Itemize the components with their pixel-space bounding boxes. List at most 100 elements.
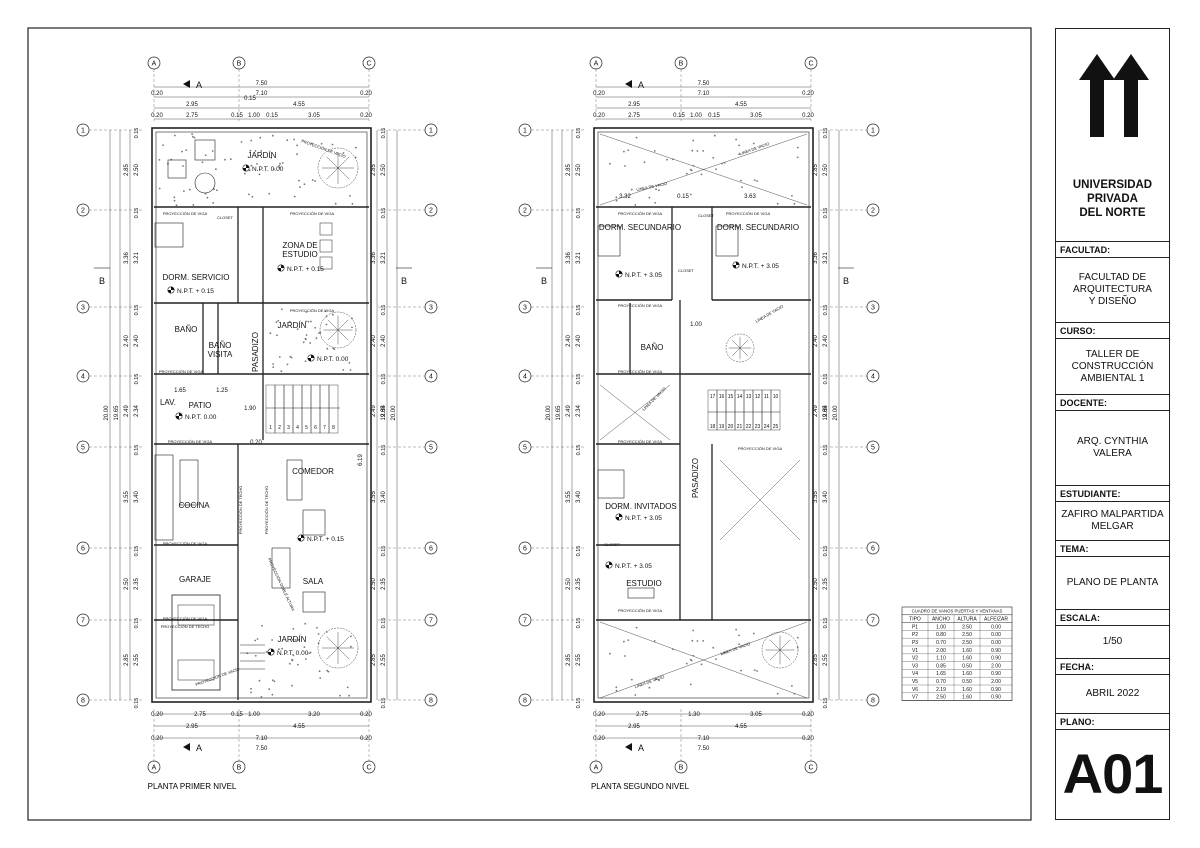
plan1-tree-bottom-branch [326, 647, 339, 660]
plan1-garden-top-texture-dot [273, 168, 275, 171]
plan1-garden-mid-texture-dot [305, 311, 308, 313]
schedule-cell-6-3: 0.90 [991, 671, 1001, 677]
plan2-bed-1 [597, 225, 621, 257]
plan1-garden-mid-texture-dot [276, 334, 278, 337]
plan2-dim-seg-top-2: 1.00 [690, 113, 702, 119]
plan1-section-b-right: B [401, 276, 407, 286]
plan1-stair-num-0: 1 [269, 425, 272, 431]
plan2-axis-B-top: B [679, 61, 684, 68]
plan2-vdim-wall-right-1: 0.15 [823, 208, 829, 219]
plan1-room-jardin-bottom: JARDÍN [278, 635, 307, 644]
plan1-vdim-wall-right-5: 0.15 [381, 546, 387, 557]
plan1-axis-B-top: B [237, 61, 242, 68]
plan2-vdim-wall-right-4: 0.15 [823, 445, 829, 456]
plan1-outer-wall [151, 127, 372, 703]
plan1-garden-mid-texture-dot [286, 363, 289, 366]
plan1-garden-mid-texture-dot [275, 321, 278, 323]
plan2-void-bottom-diag-2 [599, 621, 808, 699]
plan1-garden-top-texture-dot [212, 202, 215, 204]
plan1-axis-2-left: 2 [81, 208, 85, 215]
plan2-axis-B-bottom: B [679, 765, 684, 772]
plan2-tree-mid-branch [731, 347, 741, 357]
plan1-garden-bottom-texture-dot [305, 658, 307, 660]
tema-label: TEMA: [1056, 540, 1169, 557]
plan2-void-bottom-texture-dot [609, 652, 611, 655]
plan1-garden-bottom-texture-dot [294, 639, 297, 641]
plan2-void-top-texture-dot [615, 199, 618, 202]
plan1-note-viga-3: PROYECCIÓN DE VIGA [290, 308, 335, 313]
plan1-note-vacio-1: PROYECCIÓN DE VACÍO [301, 138, 347, 159]
plan2-vdim-outer-right-3: 2.49 [813, 405, 819, 417]
plan1-stair-num-6: 7 [323, 425, 326, 431]
plan2-void-bottom-texture-dot [623, 640, 625, 643]
plan2-dim-seg-top-4: 3.05 [750, 113, 762, 119]
plan1-npt-jardin-top: N.P.T. 0.00 [252, 166, 284, 173]
plan2-dim-upper-mid: 0.15 [677, 194, 689, 200]
plan2-vdim-inner-right-5: 2.35 [823, 578, 829, 590]
plan1-garden-top-texture-dot [254, 150, 257, 152]
plan1-garden-top-texture-dot [240, 141, 243, 143]
plan1-garden-top-texture-dot [279, 162, 281, 165]
plan2-room-estudio: ESTUDIO [626, 579, 662, 588]
plan2-void-bottom-texture-dot [712, 646, 715, 649]
plan2-void-bottom-texture-dot [738, 634, 740, 637]
plan1-garden-mid-texture-dot [349, 369, 352, 371]
plan1-stair-num-3: 4 [296, 425, 299, 431]
plan1-garden-mid-texture-dot [269, 332, 272, 335]
plan2-note-closet-3: CLOSET [604, 542, 621, 547]
plan1-garden-bottom-texture-dot [326, 669, 329, 672]
plan1-garden-top-texture-dot [278, 166, 281, 169]
plan2-void-top-texture-dot [615, 196, 618, 199]
plan2-tree-mid-branch [739, 339, 749, 349]
plan1-vdim-wall-right-3: 0.15 [381, 374, 387, 385]
plan2-dim-wall-bot2-l: 0.20 [593, 736, 605, 742]
plan2-dim-inner-w-top: 7.10 [698, 91, 710, 97]
plan1-garden-top-texture-dot [299, 186, 301, 189]
plan1-garden-bottom-texture-dot [250, 687, 252, 690]
plan2-tree-mid [725, 333, 755, 363]
plan2-void-bottom-texture-dot [692, 654, 695, 657]
plan2-void-bottom-texture-dot [752, 632, 755, 635]
plan1-section-a-bottom-arrow [183, 743, 190, 751]
plan1-tree-bottom-crown [317, 627, 359, 669]
schedule-header-2: ALTURA [957, 617, 977, 623]
plan2-note-viga-7: PROYECCIÓN DE VIGA [618, 608, 663, 613]
plan2-vdim-wall-left-3: 0.15 [576, 374, 582, 385]
plan2-dim-seg-top-1: 0.15 [673, 113, 685, 119]
plan1-garden-bottom-texture-dot [309, 651, 312, 654]
plan2-vdim-inner-right-6: 2.55 [823, 654, 829, 666]
plan1-axis-5-left: 5 [81, 445, 85, 452]
plan1-axis-8-right: 8 [429, 698, 433, 705]
plan1-sofa-2 [271, 547, 291, 589]
plan2-stair-top-num-3: 14 [737, 394, 743, 400]
plan1-garden-top-texture-dot [268, 192, 271, 195]
plan2-bed-2 [715, 225, 739, 257]
plan1-note-vacio-2: PROYECCIÓN DE VACÍO [195, 666, 241, 687]
plan1-room-dorm-servicio: DORM. SERVICIO [163, 273, 230, 282]
plan2-vdim-inner-right-0: 2.50 [823, 164, 829, 176]
plan2-dim-inner-w-bottom: 7.10 [698, 736, 710, 742]
plan1-dim-seg-top-0: 2.75 [186, 113, 198, 119]
plan1-vdim-inner-right-4: 3.40 [381, 491, 387, 503]
plan1-tree-bottom-branch [337, 636, 350, 649]
plan2-void-bottom-texture-dot [793, 692, 796, 695]
schedule-cell-4-0: V2 [912, 656, 918, 662]
plan1-garden-top-texture-dot [201, 161, 204, 164]
plan2-room-dorm-sec-2: DORM. SECUNDARIO [717, 223, 799, 232]
schedule-cell-0-3: 0.00 [991, 624, 1001, 630]
plan1-garden-bottom-texture-dot [348, 694, 350, 697]
plan2-void-top-texture-dot [702, 150, 705, 152]
plan2-vdim-inner-right-1: 3.21 [823, 252, 829, 264]
plan2-npt-estudio-mark-fill [605, 561, 613, 569]
plan1-dim-seg-top-4: 3.05 [308, 113, 320, 119]
plan2-npt-dorm-sec-1: N.P.T. + 3.05 [625, 272, 662, 279]
plan1-axis-3-left: 3 [81, 305, 85, 312]
plan1-vdim-inner-right-5: 2.35 [381, 578, 387, 590]
plan1-garden-bottom-texture-dot [271, 693, 274, 696]
plan2-void-bottom-texture-dot [691, 639, 694, 642]
plan1-note-viga-7: PROYECCIÓN DE VIGA [163, 616, 208, 621]
plan2-void-bottom-texture-dot [615, 689, 618, 692]
plan2-void-top-texture-dot [643, 161, 646, 164]
plan1-note-viga-6: PROYECCIÓN DE VIGA [163, 541, 208, 546]
